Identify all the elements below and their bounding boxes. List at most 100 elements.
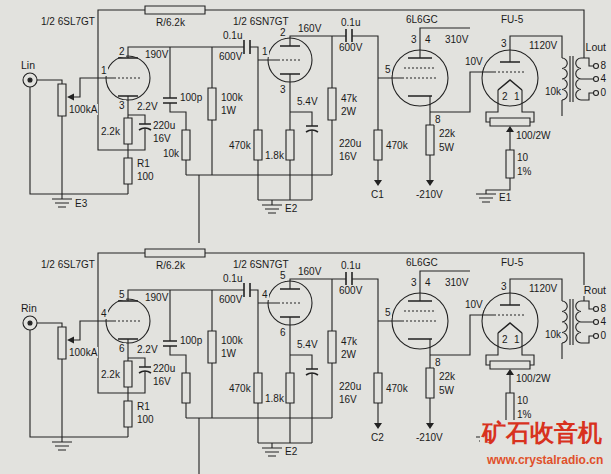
component-value: 10k — [544, 329, 562, 340]
tube-type-label: 1/2 6SN7GT — [232, 16, 290, 27]
component-value: R1 — [136, 158, 151, 169]
pin-number: 1 — [513, 91, 521, 102]
voltage-label: 5.4V — [296, 96, 319, 107]
component-value: 100p — [179, 335, 203, 346]
component-value: 2W — [340, 106, 357, 117]
ground-label: E1 — [498, 192, 512, 203]
component-value: 1% — [516, 166, 532, 177]
pin-number: 6 — [118, 343, 126, 354]
component-value: 10 — [516, 152, 529, 163]
pin-number: 3 — [500, 38, 508, 49]
voltage-label: -210V — [415, 189, 444, 200]
terminal-label: Rin — [20, 303, 38, 314]
component-value: 0.1u — [222, 273, 243, 284]
voltage-label: 10V — [464, 299, 484, 310]
component-value: 100p — [179, 92, 203, 103]
ground-label: C2 — [370, 432, 385, 443]
component-value: 16V — [338, 151, 358, 162]
component-value: R/6.2k — [155, 260, 186, 271]
pin-number: 3 — [410, 277, 418, 288]
component-value: 10 — [516, 395, 529, 406]
component-value: 16V — [338, 394, 358, 405]
pin-number: 0 — [599, 330, 607, 341]
voltage-label: 310V — [444, 277, 469, 288]
component-value: 600V — [338, 285, 363, 296]
component-value: 100 — [136, 171, 155, 182]
pin-number: 4 — [424, 34, 432, 45]
component-value: 100/2W — [515, 130, 551, 141]
component-value: 600V — [218, 51, 243, 62]
pin-number: 3 — [279, 84, 287, 95]
component-value: 470k — [228, 383, 252, 394]
component-value: 10k — [544, 86, 562, 97]
pin-number: 5 — [384, 307, 392, 318]
pin-number: 8 — [434, 114, 442, 125]
ground-label: C1 — [370, 189, 385, 200]
ground-label: E2 — [284, 446, 298, 457]
watermark: 矿石收音机 — [480, 420, 604, 446]
pin-number: 4 — [261, 289, 269, 300]
pin-number: 2 — [501, 91, 509, 102]
tube-type-label: 1/2 6SL7GT — [40, 16, 96, 27]
voltage-label: 5.4V — [296, 339, 319, 350]
component-value: 16V — [152, 376, 172, 387]
terminal-label: Rout — [583, 285, 607, 296]
pin-number: 2 — [279, 27, 287, 38]
component-value: 2.2k — [100, 369, 121, 380]
component-value: 47k — [340, 336, 358, 347]
component-value: 1% — [516, 409, 532, 420]
component-value: 600V — [218, 294, 243, 305]
component-value: 0.1u — [340, 260, 361, 271]
pin-number: 8 — [434, 357, 442, 368]
voltage-label: 2.2V — [136, 344, 159, 355]
component-value: 220u — [152, 120, 176, 131]
component-value: 100k — [220, 92, 244, 103]
pin-number: 6 — [279, 327, 287, 338]
tube-type-label: 1/2 6SL7GT — [40, 259, 96, 270]
tube-type-label: 1/2 6SN7GT — [232, 259, 290, 270]
component-value: 5W — [438, 385, 455, 396]
component-value: 5W — [438, 142, 455, 153]
pin-number: 4 — [100, 308, 108, 319]
component-value: 220u — [338, 381, 362, 392]
voltage-label: 2.2V — [136, 101, 159, 112]
voltage-label: -210V — [415, 432, 444, 443]
voltage-label: 310V — [444, 34, 469, 45]
component-value: 0.1u — [222, 30, 243, 41]
component-value: 470k — [385, 383, 409, 394]
pin-number: 5 — [118, 289, 126, 300]
component-value: 600V — [338, 42, 363, 53]
component-value: R1 — [136, 401, 151, 412]
pin-number: 3 — [118, 100, 126, 111]
component-value: 100/2W — [515, 373, 551, 384]
pin-number: 1 — [261, 46, 269, 57]
pin-number: 8 — [599, 60, 607, 71]
tube-type-label: FU-5 — [500, 14, 524, 25]
pin-number: 4 — [599, 316, 607, 327]
voltage-label: 1120V — [528, 283, 558, 294]
component-value: 470k — [385, 140, 409, 151]
component-value: 47k — [340, 93, 358, 104]
pin-number: 1 — [513, 334, 521, 345]
voltage-label: 10V — [464, 56, 484, 67]
pin-number: 0 — [599, 87, 607, 98]
terminal-label: Lin — [20, 60, 36, 71]
component-value: 1W — [220, 105, 237, 116]
left-channel — [23, 6, 599, 243]
component-value: 2W — [340, 349, 357, 360]
voltage-label: 1120V — [528, 40, 558, 51]
watermark-url: www.crystalradio.cn — [486, 453, 604, 467]
voltage-label: 190V — [144, 49, 169, 60]
component-value: 2.2k — [100, 126, 121, 137]
pin-number: 3 — [410, 34, 418, 45]
component-value: 220u — [338, 138, 362, 149]
component-value: 220u — [152, 363, 176, 374]
component-value: 1.8k — [264, 150, 285, 161]
voltage-label: 190V — [144, 292, 169, 303]
component-value: 10k — [162, 148, 180, 159]
tube-type-label: FU-5 — [500, 257, 524, 268]
component-value: 22k — [438, 128, 456, 139]
voltage-label: 160V — [297, 23, 322, 34]
pin-number: 2 — [501, 334, 509, 345]
